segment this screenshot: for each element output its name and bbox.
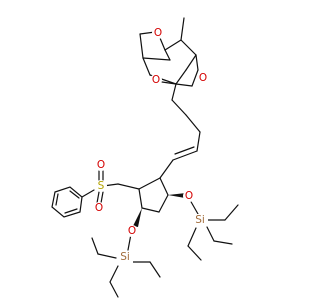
bond — [139, 33, 144, 59]
atom-oxygen: O — [152, 74, 160, 86]
s-o-double-bond — [100, 191, 104, 204]
bond — [142, 57, 151, 76]
bond — [196, 131, 201, 152]
bond — [142, 57, 171, 61]
bond — [171, 99, 187, 116]
bond — [141, 207, 160, 213]
methyl-bond — [180, 17, 185, 41]
bond — [185, 54, 197, 71]
atom-oxygen: O — [154, 27, 162, 39]
cyclopentane-ring — [133, 177, 186, 227]
si-ethyl-bond — [109, 265, 119, 283]
chemical-structure-diagram: O O O O O S O Si O Si — [51, 17, 239, 298]
s-o-double-bond — [96, 191, 100, 204]
atom-silicon: Si — [120, 251, 130, 263]
bond — [191, 69, 199, 87]
si-ethyl-bond — [109, 281, 119, 298]
atom-silicon: Si — [195, 214, 205, 226]
bond — [81, 189, 95, 198]
bond — [189, 199, 199, 215]
si-ethyl-bond — [187, 245, 202, 261]
aromatic-bond — [69, 190, 80, 199]
bond — [159, 177, 169, 196]
aromatic-bond — [64, 208, 78, 214]
phenylsulfonylmethyl-group — [51, 169, 140, 218]
orthoester-cage — [139, 17, 199, 87]
atom-oxygen: O — [97, 159, 105, 171]
bond — [159, 37, 166, 51]
bond — [164, 49, 171, 61]
alkenyl-side-chain — [159, 83, 201, 179]
si-ethyl-bond — [206, 226, 215, 242]
alkene-double-bond — [172, 150, 198, 161]
si-ethyl-bond — [224, 204, 239, 221]
atom-oxygen: O — [199, 72, 207, 84]
bond — [171, 83, 177, 101]
bond — [159, 159, 174, 179]
si-ethyl-bond — [187, 227, 197, 247]
bond — [117, 183, 140, 190]
bond — [180, 39, 197, 56]
phenyl-ring — [51, 186, 83, 218]
atom-oxygen: O — [128, 225, 136, 237]
bond — [164, 39, 182, 51]
stereo-wedge — [133, 208, 142, 227]
atom-oxygen: O — [185, 190, 193, 202]
bond — [138, 188, 143, 209]
bond — [185, 114, 201, 133]
si-ethyl-bond — [97, 253, 117, 259]
si-ethyl-bond — [213, 240, 233, 245]
alkene-double-bond-inner — [174, 146, 195, 155]
stereo-wedge — [168, 193, 186, 198]
si-ethyl-bond — [91, 237, 99, 255]
atom-oxygen: O — [95, 202, 103, 214]
triethylsilyloxy-right — [187, 199, 239, 261]
aromatic-bond — [55, 193, 59, 206]
bond — [175, 69, 187, 85]
bond — [195, 54, 199, 71]
atom-labels: O O O O O S O Si O Si — [93, 27, 209, 263]
si-ethyl-bond — [149, 261, 161, 278]
atom-sulfur: S — [98, 180, 105, 192]
bond — [175, 83, 193, 87]
bond — [158, 194, 169, 213]
triethylsilyloxy-left — [91, 233, 161, 298]
bond — [138, 177, 161, 190]
